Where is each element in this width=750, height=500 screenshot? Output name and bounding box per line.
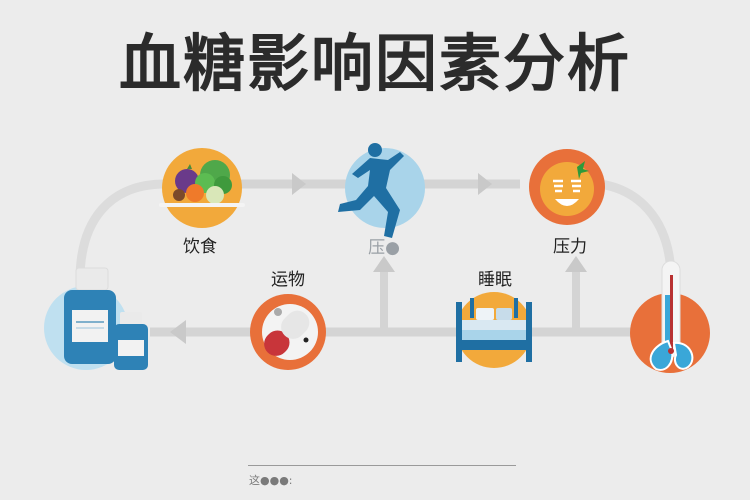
label-diet: 饮食 — [183, 237, 217, 257]
vegetables-plate-icon — [159, 148, 245, 228]
arrow-right-icon — [292, 173, 306, 195]
bed-icon — [456, 292, 532, 368]
label-drugs: 运物 — [271, 270, 305, 290]
node-sleep — [452, 290, 537, 375]
footer-divider — [248, 465, 516, 466]
footer-note: 这●●●: — [249, 474, 293, 487]
arrow-left-icon — [170, 320, 186, 344]
thermometer-icon — [630, 260, 710, 373]
arrow-up-icon — [565, 256, 587, 272]
node-temperature — [624, 255, 714, 380]
arrow-right-icon — [478, 173, 492, 195]
arrow-up-icon — [373, 256, 395, 272]
running-person-icon — [338, 143, 425, 238]
node-stress — [527, 147, 607, 227]
node-medication — [36, 262, 156, 382]
page-title: 血糖影响因素分析 — [118, 27, 631, 100]
label-stress: 压力 — [553, 237, 587, 257]
label-exercise: 压● — [368, 238, 400, 258]
capsule-pill-icon — [250, 294, 326, 370]
medicine-bottles-icon — [44, 267, 148, 370]
node-diet — [157, 145, 247, 235]
orange-laughing-face-icon — [529, 149, 605, 225]
node-drugs — [248, 292, 328, 372]
node-exercise — [330, 140, 440, 250]
label-sleep: 睡眠 — [478, 270, 512, 290]
